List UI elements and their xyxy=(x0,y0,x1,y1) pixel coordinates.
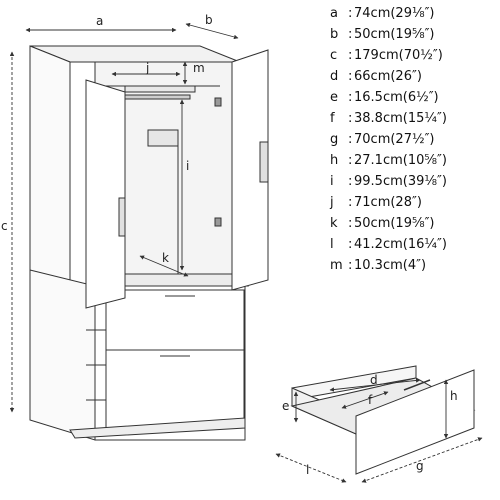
label-i: i xyxy=(186,159,189,173)
drawer-dimension-letters: d f e h l g xyxy=(282,373,458,477)
dimension-key: i xyxy=(330,174,334,189)
dimension-colon: : xyxy=(348,90,353,105)
dimension-row-b: b:50cm(19⅝″) xyxy=(330,27,498,48)
dimension-colon: : xyxy=(348,48,353,63)
dimension-colon: : xyxy=(348,216,353,231)
label-d: d xyxy=(370,373,378,387)
dimension-colon: : xyxy=(348,174,353,189)
dimension-colon: : xyxy=(348,69,353,84)
dimension-row-d: d:66cm(26″) xyxy=(330,69,498,90)
dimension-colon: : xyxy=(348,132,353,147)
dimension-value: 41.2cm(16¼″) xyxy=(354,237,447,252)
dimension-value: 10.3cm(4″) xyxy=(354,258,427,273)
dimension-row-f: f:38.8cm(15¼″) xyxy=(330,111,498,132)
dimension-key: l xyxy=(330,237,334,252)
dimension-key: k xyxy=(330,216,338,231)
dimension-colon: : xyxy=(348,6,353,21)
dimension-key: j xyxy=(330,195,334,210)
dimension-key: c xyxy=(330,48,338,63)
dimension-row-h: h:27.1cm(10⅝″) xyxy=(330,153,498,174)
dimension-value: 66cm(26″) xyxy=(354,69,422,84)
dimension-value: 38.8cm(15¼″) xyxy=(354,111,447,126)
dimension-colon: : xyxy=(348,237,353,252)
dimension-value: 99.5cm(39⅛″) xyxy=(354,174,447,189)
label-h: h xyxy=(450,389,458,403)
dimension-value: 179cm(70½″) xyxy=(354,48,443,63)
wardrobe-illustration xyxy=(29,45,269,441)
dimension-value: 74cm(29⅛″) xyxy=(354,6,435,21)
dimension-value: 27.1cm(10⅝″) xyxy=(354,153,447,168)
label-l: l xyxy=(306,463,309,477)
dimension-value: 71cm(28″) xyxy=(354,195,422,210)
dimension-row-e: e:16.5cm(6½″) xyxy=(330,90,498,111)
dimension-key: m xyxy=(330,258,343,273)
dimension-value: 50cm(19⅝″) xyxy=(354,216,435,231)
label-b: b xyxy=(205,13,213,27)
dimension-colon: : xyxy=(348,111,353,126)
dimension-legend: a:74cm(29⅛″) b:50cm(19⅝″) c:179cm(70½″) … xyxy=(330,6,498,279)
drawer-illustration xyxy=(290,365,476,475)
label-f: f xyxy=(368,393,373,407)
dimension-row-a: a:74cm(29⅛″) xyxy=(330,6,498,27)
wardrobe-dimension-letters: a b c j m i k xyxy=(1,13,213,265)
wardrobe-dimension-lines xyxy=(9,22,239,413)
dimension-colon: : xyxy=(348,153,353,168)
dimension-row-i: i:99.5cm(39⅛″) xyxy=(330,174,498,195)
dimension-value: 16.5cm(6½″) xyxy=(354,90,439,105)
dimension-key: g xyxy=(330,132,339,147)
dimension-key: f xyxy=(330,111,335,126)
dimension-key: a xyxy=(330,6,338,21)
label-g: g xyxy=(416,459,424,473)
dimension-row-j: j:71cm(28″) xyxy=(330,195,498,216)
dimension-key: b xyxy=(330,27,339,42)
label-m: m xyxy=(193,61,205,75)
dimension-colon: : xyxy=(348,258,353,273)
dimension-value: 50cm(19⅝″) xyxy=(354,27,435,42)
dimension-row-m: m:10.3cm(4″) xyxy=(330,258,498,279)
dimension-row-l: l:41.2cm(16¼″) xyxy=(330,237,498,258)
label-c: c xyxy=(1,219,8,233)
label-k: k xyxy=(162,251,169,265)
dimension-colon: : xyxy=(348,195,353,210)
dimension-value: 70cm(27½″) xyxy=(354,132,435,147)
dimension-row-g: g:70cm(27½″) xyxy=(330,132,498,153)
dimension-key: h xyxy=(330,153,339,168)
label-a: a xyxy=(96,14,103,28)
label-e: e xyxy=(282,399,289,413)
label-j: j xyxy=(145,61,149,75)
dimension-key: d xyxy=(330,69,339,84)
drawer-dimension-lines xyxy=(275,378,483,483)
dimension-row-c: c:179cm(70½″) xyxy=(330,48,498,69)
dimension-key: e xyxy=(330,90,338,105)
dimension-colon: : xyxy=(348,27,353,42)
dimension-row-k: k:50cm(19⅝″) xyxy=(330,216,498,237)
